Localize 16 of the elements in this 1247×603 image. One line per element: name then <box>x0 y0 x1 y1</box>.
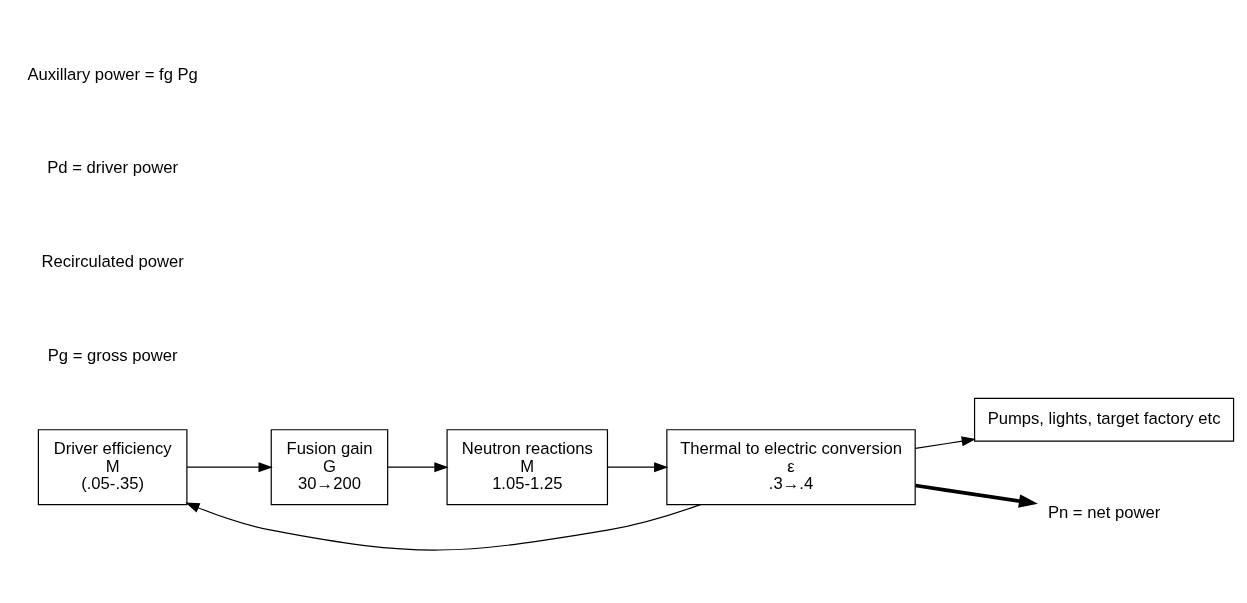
label: Pd = driver power <box>47 157 179 177</box>
arrow <box>186 461 273 472</box>
node-box: Thermal to electric conversion ε .3→.4 <box>666 428 916 505</box>
label: Pg = gross power <box>47 345 178 365</box>
arrow <box>915 483 1038 508</box>
arrow <box>387 461 449 472</box>
node-box: Fusion gain G 30→200 <box>270 428 389 505</box>
node-box: Pumps, lights, target factory etc <box>973 397 1235 442</box>
arrow <box>914 435 976 449</box>
label: Recirculated power <box>41 251 184 271</box>
node-text: Pn = net power <box>1047 502 1161 522</box>
node-box: Neutron reactions M 1.05-1.25 <box>446 428 609 505</box>
arrow <box>607 461 669 472</box>
label: Auxillary power = fg Pg <box>27 64 198 84</box>
arrow <box>185 501 702 551</box>
node-box: Driver efficiency M (.05-.35) <box>37 428 188 505</box>
